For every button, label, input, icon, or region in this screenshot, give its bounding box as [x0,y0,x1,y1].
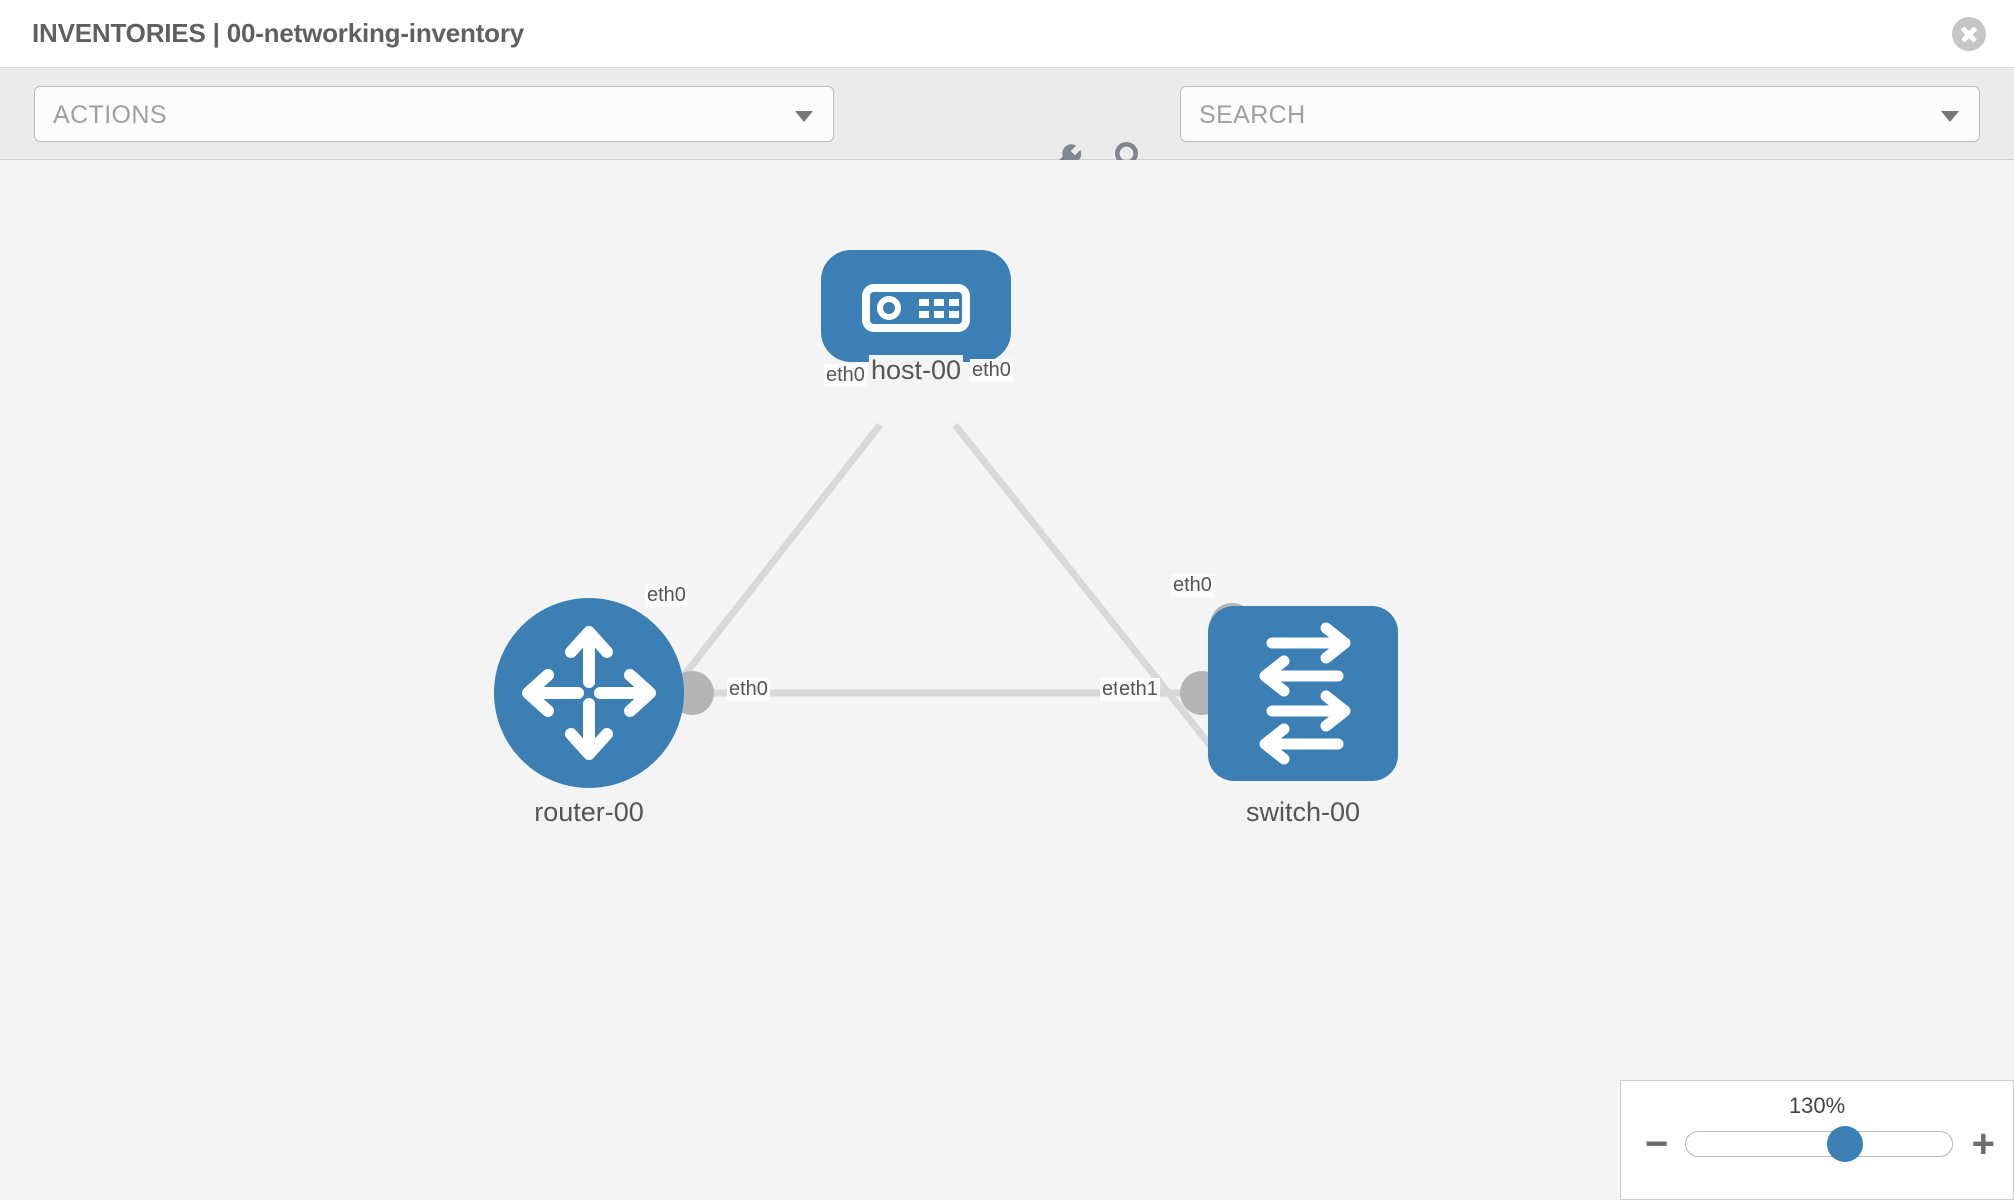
node-label-router-00: router-00 [532,797,646,828]
search-input[interactable]: SEARCH [1180,86,1980,142]
node-label-switch-00: switch-00 [1243,797,1363,828]
node-switch-00 [1208,606,1398,781]
actions-dropdown[interactable]: ACTIONS [34,86,834,142]
search-placeholder: SEARCH [1199,101,1306,129]
switch-arrows-icon [1259,622,1351,765]
close-icon[interactable] [1952,17,1986,51]
zoom-slider-thumb[interactable] [1826,1126,1863,1162]
server-icon [862,284,970,332]
iface-label-host00-router00: eth0 [824,364,867,387]
node-router-00 [494,598,684,788]
topology-edges [607,422,1225,773]
iface-label-router00-host00: eth0 [645,584,688,607]
node-host-00 [821,250,1011,362]
iface-label-host00-switch00: eth0 [970,359,1013,382]
page-title: INVENTORIES | 00-networking-inventory [32,18,525,48]
edge-host00-switch00 [952,422,1225,763]
iface-label-switch00-host00: eth0 [1171,574,1214,597]
zoom-in-button[interactable]: + [1971,1122,1995,1166]
iface-label-switch00-router00: eth1 [1117,678,1160,701]
page-header: INVENTORIES | 00-networking-inventory [0,0,2014,68]
router-arrows-icon [522,626,656,760]
zoom-out-button[interactable]: − [1645,1122,1669,1166]
zoom-control-panel: 130% − + [1620,1080,2014,1200]
iface-label-router00-switch00: eth0 [727,678,770,701]
chevron-down-icon [1941,111,1959,122]
chevron-down-icon [795,111,813,122]
zoom-percent-label: 130% [1788,1093,1846,1118]
node-label-host-00: host-00 [868,355,964,386]
toolbar: ACTIONS SEARCH [0,68,2014,177]
topology-canvas[interactable]: host-00 router-00 switch-00 eth0 eth0 et… [0,160,2014,1200]
topology-graph [494,250,1398,788]
actions-dropdown-label: ACTIONS [53,101,167,129]
zoom-slider[interactable] [1685,1126,1953,1162]
